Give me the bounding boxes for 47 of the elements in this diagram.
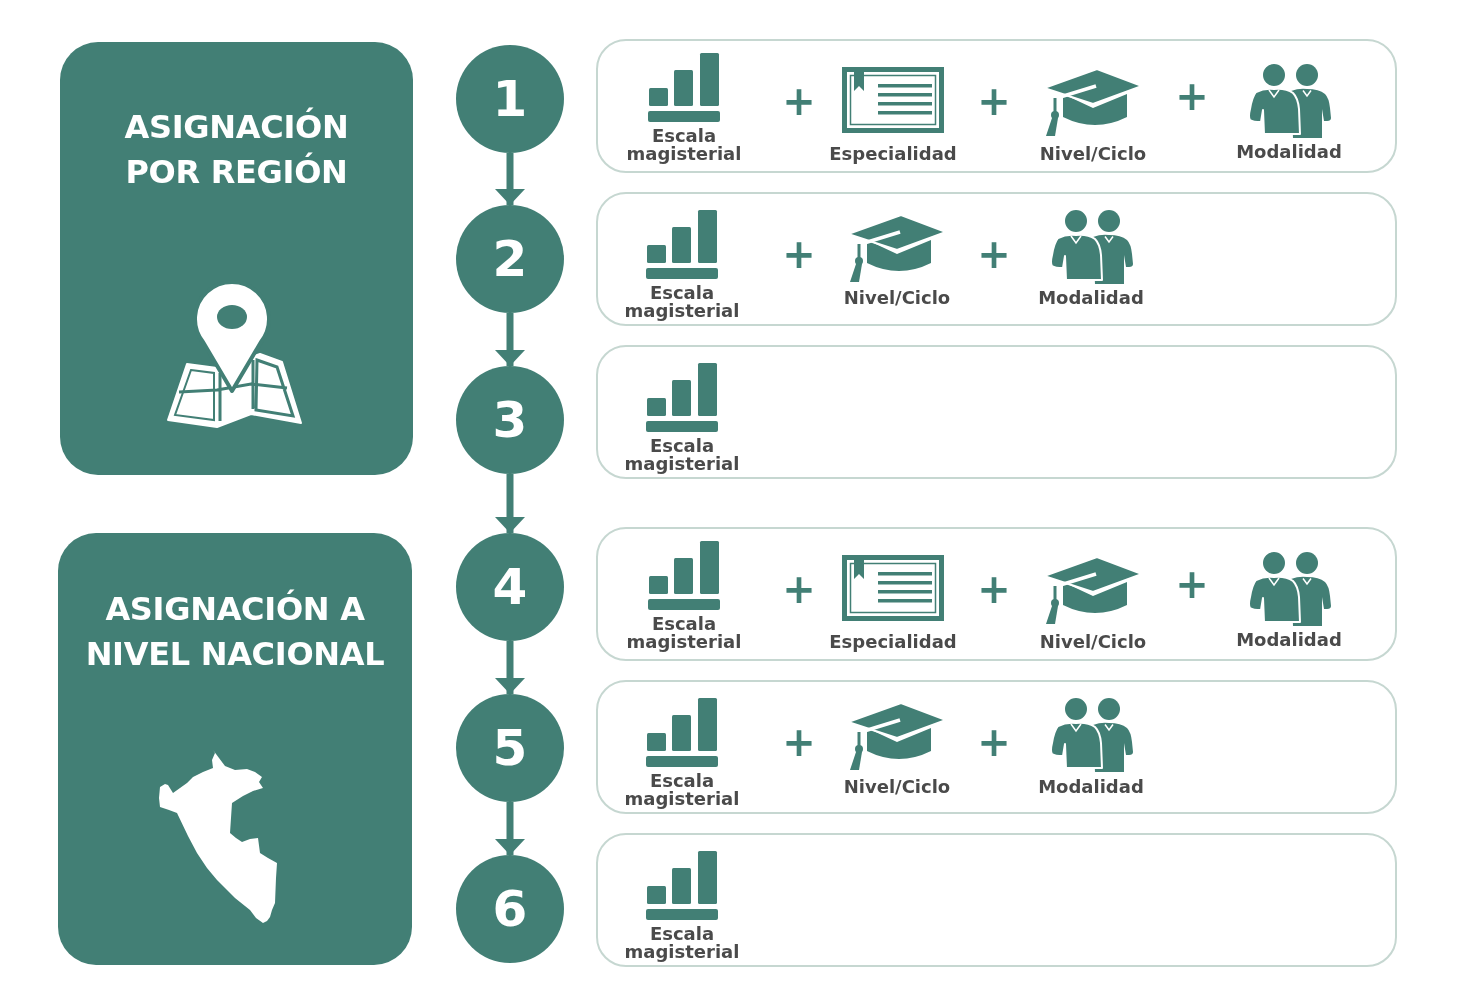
criterion-label: Especialidad [828, 633, 958, 651]
criterion-label: Modalidad [1037, 289, 1145, 307]
criterion-label: Escala magisterial [624, 437, 740, 473]
step-circle: 6 [456, 855, 564, 963]
plus-sign: + [782, 234, 816, 274]
step-circle: 2 [456, 205, 564, 313]
criterion-label: Nivel/Ciclo [843, 289, 951, 307]
criteria-panel [596, 39, 1397, 173]
criterion-label: Escala magisterial [624, 925, 740, 961]
plus-sign: + [782, 722, 816, 762]
criteria-panel [596, 527, 1397, 661]
plus-sign: + [782, 81, 816, 121]
plus-sign: + [977, 81, 1011, 121]
criterion-label: Escala magisterial [626, 127, 742, 163]
arrow [495, 153, 525, 205]
plus-sign: + [977, 569, 1011, 609]
arrow [495, 802, 525, 855]
plus-sign: + [782, 569, 816, 609]
criteria-panel [596, 680, 1397, 814]
criteria-panel [596, 833, 1397, 967]
criterion-label: Escala magisterial [624, 284, 740, 320]
criterion-label: Especialidad [828, 145, 958, 163]
criterion-label: Modalidad [1037, 778, 1145, 796]
criterion-label: Nivel/Ciclo [843, 778, 951, 796]
criterion-label: Escala magisterial [624, 772, 740, 808]
criterion-label: Nivel/Ciclo [1039, 633, 1147, 651]
arrow [495, 313, 525, 366]
criterion-label: Modalidad [1235, 631, 1343, 649]
criterion-label: Escala magisterial [626, 615, 742, 651]
group-panel [60, 42, 413, 475]
criteria-panel [596, 192, 1397, 326]
group-panel [58, 533, 412, 965]
plus-sign: + [1175, 564, 1209, 604]
step-circle: 4 [456, 533, 564, 641]
plus-sign: + [977, 722, 1011, 762]
panel-title: ASIGNACIÓN A NIVEL NACIONAL [85, 588, 385, 675]
criteria-panel [596, 345, 1397, 479]
criterion-label: Nivel/Ciclo [1039, 145, 1147, 163]
arrow [495, 474, 525, 533]
plus-sign: + [977, 234, 1011, 274]
step-circle: 3 [456, 366, 564, 474]
step-circle: 1 [456, 45, 564, 153]
panel-title: ASIGNACIÓN POR REGIÓN [124, 106, 349, 193]
criterion-label: Modalidad [1235, 143, 1343, 161]
plus-sign: + [1175, 76, 1209, 116]
step-circle: 5 [456, 694, 564, 802]
arrow [495, 641, 525, 694]
